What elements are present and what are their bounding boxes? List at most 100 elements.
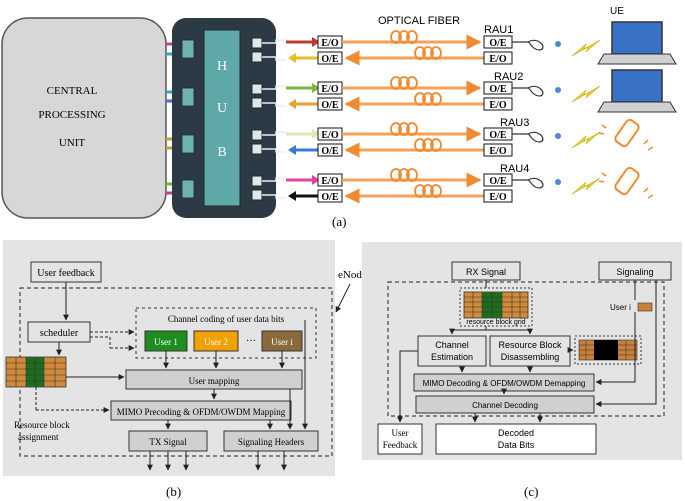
radio-wave-icon	[555, 87, 561, 93]
port-connector	[262, 39, 286, 44]
port-connector	[262, 148, 286, 153]
svg-text:O/E: O/E	[321, 146, 339, 157]
hub-port	[251, 51, 263, 63]
hub-port	[251, 37, 263, 49]
fiber-coils	[390, 30, 442, 198]
hub-port	[251, 83, 263, 95]
channel-decoding-label: Channel Decoding	[472, 401, 538, 410]
arrow	[397, 350, 418, 423]
user-mapping-label: User mapping	[189, 376, 240, 386]
channel-coding-box	[135, 307, 317, 359]
svg-text:User: User	[392, 428, 409, 438]
cpu-label-line3: UNIT	[59, 137, 86, 149]
user-feedback-label: User feedback	[37, 268, 94, 279]
svg-text:Decoded: Decoded	[498, 428, 534, 438]
tx-signal-label: TX Signal	[149, 437, 187, 447]
caption-b: (b)	[166, 484, 181, 499]
rau3-label: RAU3	[500, 117, 529, 129]
svg-text:O/E: O/E	[321, 100, 339, 111]
rau4-label: RAU4	[500, 163, 529, 175]
svg-text:O/E: O/E	[489, 130, 507, 141]
user-feedback-c-box	[377, 423, 423, 455]
svg-text:O/E: O/E	[489, 176, 507, 187]
channel-estimation-box	[417, 335, 487, 367]
svg-text:O/E: O/E	[489, 84, 507, 95]
port-connector	[262, 194, 286, 199]
caption-c: (c)	[524, 484, 538, 499]
svg-text:O/E: O/E	[321, 54, 339, 65]
svg-text:Feedback: Feedback	[383, 440, 418, 450]
mimo-precoding-label: MIMO Precoding & OFDM/OWDM Mapping	[117, 407, 286, 417]
svg-text:E/O: E/O	[321, 84, 338, 95]
hub-port	[251, 143, 263, 155]
hub-port	[251, 129, 263, 141]
svg-text:Data Bits: Data Bits	[498, 440, 535, 450]
rau2-label: RAU2	[494, 71, 523, 83]
users-ellipsis: ···	[246, 336, 256, 347]
resource-block-grid-b	[5, 356, 67, 388]
oe-converter	[317, 189, 343, 203]
lightning-icon	[571, 131, 601, 149]
mimo-precoding-box	[110, 400, 292, 421]
svg-text:Estimation: Estimation	[431, 352, 473, 362]
svg-text:O/E: O/E	[489, 38, 507, 49]
svg-text:Channel: Channel	[435, 340, 469, 350]
laptop-icon	[597, 69, 677, 113]
part-a: CENTRAL PROCESSING UNIT H U B	[1, 6, 677, 229]
hub-port	[181, 134, 195, 154]
rau1-label: RAU1	[484, 24, 513, 36]
arrow	[595, 280, 657, 407]
mimo-decoding-label: MIMO Decoding & OFDM/OWDM Demapping	[423, 379, 586, 388]
radio-wave-icon	[555, 41, 561, 47]
port-connector	[262, 56, 286, 61]
arrow	[595, 312, 636, 385]
cpu-label-line2: PROCESSING	[38, 109, 105, 121]
svg-text:O/E: O/E	[321, 192, 339, 203]
lightning-icon	[571, 177, 601, 195]
oe-converter	[317, 97, 343, 111]
arrow	[449, 328, 486, 335]
arrow	[486, 328, 533, 335]
channel-decoding-box	[415, 395, 595, 414]
svg-text:User 1: User 1	[154, 337, 178, 347]
svg-text:E/O: E/O	[489, 100, 506, 111]
hub-port	[251, 189, 263, 201]
channel-coding-label: Channel coding of user data bits	[168, 314, 285, 324]
rx-signal-label: RX Signal	[466, 267, 506, 277]
port-connector	[262, 102, 286, 107]
rau2-eo	[483, 97, 513, 111]
disassembled-grid	[574, 335, 642, 365]
svg-text:Resource Block: Resource Block	[498, 340, 562, 350]
ue-label: UE	[610, 6, 624, 17]
hub-port	[181, 179, 195, 199]
svg-text:E/O: E/O	[489, 54, 506, 65]
svg-text:E/O: E/O	[489, 192, 506, 203]
lightning-icon	[571, 39, 601, 57]
oe-converter	[317, 143, 343, 157]
oe-converter	[317, 51, 343, 65]
rau3-eo	[483, 143, 513, 157]
antenna-icon	[512, 39, 544, 51]
hub-port	[181, 87, 195, 107]
radio-wave-icon	[555, 133, 561, 139]
signaling-label: Signaling	[616, 267, 653, 277]
part-b: User feedback scheduler Channel coding o…	[3, 240, 335, 499]
lightning-icon	[571, 85, 601, 103]
user-i-swatch	[637, 302, 653, 312]
central-processing-unit	[1, 17, 167, 219]
phone-icon	[598, 118, 654, 151]
antenna-icon	[512, 85, 544, 97]
port-connector	[262, 131, 286, 136]
rau1-eo	[483, 51, 513, 65]
svg-text:E/O: E/O	[321, 38, 338, 49]
antenna-icon	[512, 131, 544, 143]
svg-text:E/O: E/O	[489, 146, 506, 157]
caption-a: (a)	[332, 214, 346, 229]
hub-letter-b: B	[217, 145, 226, 160]
svg-text:E/O: E/O	[321, 130, 338, 141]
rba-label-line2: assignment	[18, 432, 59, 442]
enodeb-dashed-box-c	[387, 281, 665, 417]
port-connector	[262, 85, 286, 90]
